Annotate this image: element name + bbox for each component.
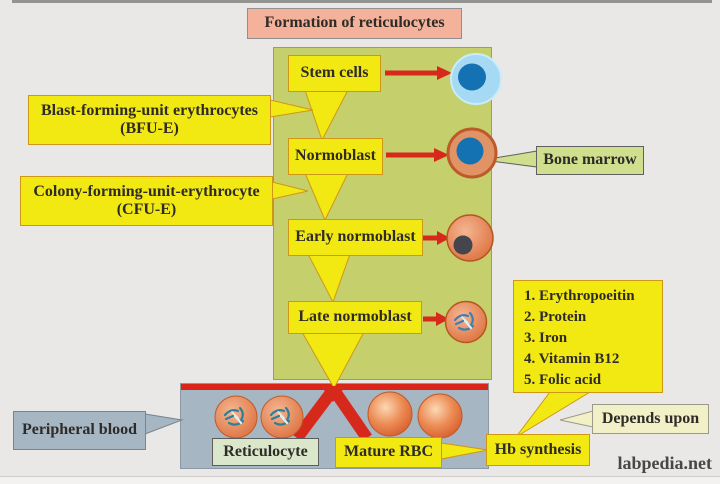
stage-stem-cells-label: Stem cells [300,64,369,82]
cell-illustrations [214,53,502,439]
hb-synthesis-callout: Hb synthesis [486,434,590,466]
bottom-frame-strip [0,476,720,484]
early-normoblast-illustration [446,214,494,262]
mature-rbc-cell-2 [417,393,463,439]
diagram-title: Formation of reticulocytes [247,8,462,39]
peripheral-blood-callout: Peripheral blood [13,411,146,450]
reticulocyte-cell-1 [214,395,258,439]
red-v-divider [292,386,372,442]
cfu-callout: Colony-forming-unit-erythrocyte (CFU-E) [20,176,273,226]
top-frame-line [12,0,712,3]
late-to-band-funnel [301,331,365,390]
mature-rbc-callout: Mature RBC [335,437,442,468]
depends-item: 2. Protein [524,309,587,325]
depends-upon-pointer [559,410,594,428]
bone-marrow-label: Bone marrow [543,151,637,169]
hb-synthesis-label: Hb synthesis [494,440,582,458]
stem-cells-arrowhead [437,66,452,80]
cfu-line1: Colony-forming-unit-erythrocyte [33,182,260,200]
stage-stem-cells: Stem cells [288,55,381,92]
stage-early-normoblast-label: Early normoblast [295,228,416,246]
early-normoblast-arrowhead [437,231,450,245]
stage-late-normoblast: Late normoblast [288,301,422,334]
depends-item: 4. Vitamin B12 [524,351,620,367]
cfu-pointer [271,181,309,200]
depends-upon-callout: Depends upon [592,404,709,434]
bfu-line1: Blast-forming-unit erythrocytes [41,101,258,119]
stage-normoblast-label: Normoblast [295,147,376,165]
red-arrows [385,66,452,326]
depends-item: 3. Iron [524,330,568,346]
watermark-text: labpedia.net [617,453,712,473]
mature-rbc-label: Mature RBC [343,443,434,461]
normoblast-to-early-tail [304,172,349,222]
red-v-right-leg [329,386,372,442]
peripheral-blood-label: Peripheral blood [21,421,138,439]
reticulocyte-callout: Reticulocyte [212,438,319,466]
bfu-callout: Blast-forming-unit erythrocytes (BFU-E) [28,95,271,145]
reticulocyte-label: Reticulocyte [223,442,308,460]
stage-early-normoblast: Early normoblast [288,219,423,256]
depends-list-box: 1. Erythropoeitin 2. Protein 3. Iron 4. … [513,280,663,393]
depends-item: 1. Erythropoeitin [524,288,635,304]
late-normoblast-illustration [444,300,488,344]
depends-item: 5. Folic acid [524,372,602,388]
bfu-line2: (BFU-E) [120,120,179,137]
cfu-line2: (CFU-E) [116,201,177,218]
early-to-late-tail [307,253,351,304]
mature-rbc-cell-1 [367,391,413,437]
stage-late-normoblast-label: Late normoblast [298,308,412,326]
late-normoblast-arrowhead [436,312,449,326]
bfu-pointer [269,99,314,118]
stage-normoblast: Normoblast [288,138,383,175]
peripheral-blood-pointer [144,413,184,435]
reticulocyte-cell-2 [260,395,304,439]
diagram-title-label: Formation of reticulocytes [264,14,445,32]
stem-cell-illustration [450,53,502,105]
normoblast-illustration [446,127,498,179]
mature-rbc-pointer [440,442,489,460]
depends-upon-label: Depends upon [601,409,700,427]
red-v-left-leg [292,386,338,442]
watermark: labpedia.net [600,453,712,474]
red-v-apex [321,386,346,402]
normoblast-arrowhead [434,148,449,162]
bone-marrow-callout: Bone marrow [536,146,644,175]
stem-to-normoblast-tail [304,89,349,142]
